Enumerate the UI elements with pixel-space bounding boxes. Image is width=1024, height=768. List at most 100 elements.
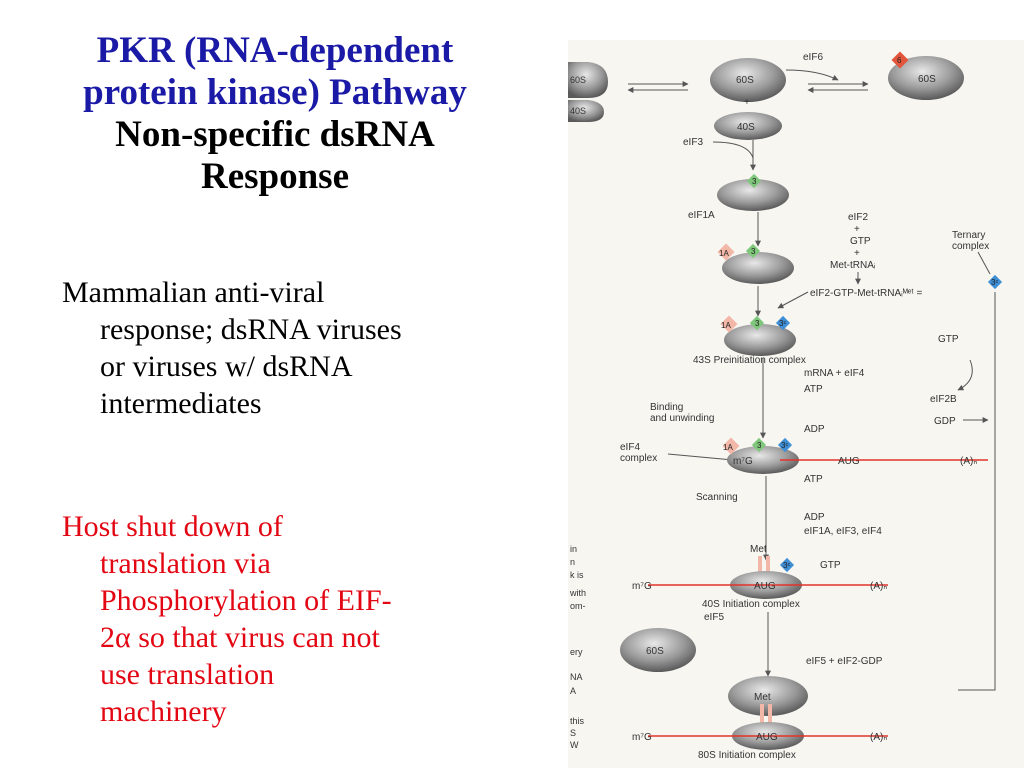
title-line-3: Non-specific dsRNA bbox=[115, 114, 435, 155]
eif2-label: eIF2 bbox=[848, 212, 868, 223]
eif3-label: eIF3 bbox=[683, 137, 703, 148]
complex-label: complex bbox=[620, 453, 657, 464]
aug-label: AUG bbox=[838, 456, 860, 467]
m7g-label: m⁷G bbox=[733, 456, 753, 467]
subunit-60s-label: 60S bbox=[646, 646, 664, 657]
subunits-dissociated: 60S + 40S bbox=[710, 58, 786, 140]
bullet-line: or viruses w/ dsRNA bbox=[100, 350, 353, 383]
subunit-60s-label: 60S bbox=[570, 75, 586, 85]
margin-text: in n k is with om- ery NA A this S W bbox=[569, 544, 586, 750]
margin-line: S bbox=[570, 728, 576, 738]
eif1a-label: eIF1A bbox=[688, 210, 715, 221]
margin-line: n bbox=[570, 557, 575, 567]
poly-a-label: (A)ₙ bbox=[960, 456, 977, 467]
bullet-line: machinery bbox=[100, 695, 227, 728]
eif5-label: eIF5 bbox=[704, 612, 724, 623]
init-80s-label: 80S Initiation complex bbox=[698, 750, 796, 761]
gdp-right-label: GDP bbox=[934, 416, 956, 427]
title-line-1: PKR (RNA-dependent bbox=[96, 30, 454, 71]
bullet-line: Phosphorylation of EIF- bbox=[100, 584, 392, 617]
tag-1a: 1A bbox=[719, 249, 729, 258]
met-label: Met bbox=[754, 692, 771, 703]
bullet-host-shutdown: Host shut down of translation via Phosph… bbox=[62, 508, 522, 730]
bullet-line: 2α so that virus can not bbox=[100, 621, 380, 654]
subunit-60s-label: 60S bbox=[736, 75, 754, 86]
subunit-60s-label: 60S bbox=[918, 74, 936, 85]
adp-label: ADP bbox=[804, 512, 825, 523]
tag-3c: 3ᶜ bbox=[779, 319, 786, 328]
ribosome-eif4-mrna: 1A 3 3ᶜ m⁷G AUG (A)ₙ bbox=[722, 437, 988, 474]
bullet-line: response; dsRNA viruses bbox=[100, 313, 402, 346]
bullet-antiviral: Mammalian anti-viral response; dsRNA vir… bbox=[62, 274, 522, 422]
tag-3: 3 bbox=[755, 319, 760, 328]
bullet-line: Host shut down of bbox=[62, 510, 283, 543]
title-line-2: protein kinase) Pathway bbox=[83, 72, 467, 113]
tag-3: 3 bbox=[752, 177, 757, 186]
met-label: Met bbox=[750, 544, 767, 555]
title-line-4: Response bbox=[200, 156, 350, 197]
unwinding-label: and unwinding bbox=[650, 413, 715, 424]
eif-release-label: eIF1A, eIF3, eIF4 bbox=[804, 526, 882, 537]
ribosome-43s-preinitiation: 1A 3 3ᶜ bbox=[720, 315, 796, 356]
ribosome-80s-initiation: Met AUG bbox=[648, 676, 888, 750]
aug-label: AUG bbox=[754, 581, 776, 592]
tag-3: 3 bbox=[751, 247, 756, 256]
ribosome-40s-initiation: 3ᶜ AUG bbox=[648, 556, 888, 599]
ribosome-60s-joining bbox=[620, 628, 696, 672]
bullet-line: translation via bbox=[100, 547, 271, 580]
margin-line: k is bbox=[570, 570, 584, 580]
translation-initiation-diagram: in n k is with om- ery NA A this S W 60S… bbox=[568, 40, 1024, 768]
margin-line: om- bbox=[570, 601, 586, 611]
bullet-line: use translation bbox=[100, 658, 275, 691]
plus-sign: + bbox=[854, 248, 860, 259]
subunit-40s-label: 40S bbox=[737, 122, 755, 133]
tag-3c: 3ᶜ bbox=[783, 561, 790, 570]
margin-line: NA bbox=[570, 672, 583, 682]
gtp-label: GTP bbox=[820, 560, 841, 571]
met-trna-label: Met-tRNAᵢ bbox=[830, 260, 876, 271]
binding-label: Binding bbox=[650, 402, 683, 413]
ribosome-40s-eif1a-eif3: 1A 3 bbox=[717, 243, 794, 284]
tag-3c: 3ᶜ bbox=[781, 441, 788, 450]
plus-sign: + bbox=[854, 224, 860, 235]
margin-line: with bbox=[569, 588, 586, 598]
tag-3: 3 bbox=[757, 441, 762, 450]
atp-label: ATP bbox=[804, 384, 823, 395]
ribosome-80s-left: 60S 40S bbox=[568, 62, 608, 122]
subunit-40s-label: 40S bbox=[570, 106, 586, 116]
margin-line: this bbox=[570, 716, 585, 726]
margin-line: ery bbox=[570, 647, 583, 657]
tag-1a: 1A bbox=[721, 321, 731, 330]
tag-6: 6 bbox=[897, 56, 902, 65]
ribosome-40s-eif3: 3 bbox=[717, 173, 789, 211]
m7g-label: m⁷G bbox=[632, 732, 652, 743]
margin-line: in bbox=[570, 544, 577, 554]
gtp-right-label: GTP bbox=[938, 334, 959, 345]
tag-1a: 1A bbox=[723, 443, 733, 452]
eif6-label: eIF6 bbox=[803, 52, 823, 63]
tag-3c: 3ᶜ bbox=[991, 278, 998, 287]
aug-label: AUG bbox=[756, 732, 778, 743]
eif5-release-label: eIF5 + eIF2-GDP bbox=[806, 656, 883, 667]
atp-label: ATP bbox=[804, 474, 823, 485]
init-40s-label: 40S Initiation complex bbox=[702, 599, 800, 610]
ribosome-60s-eif6: 6 60S bbox=[888, 51, 964, 100]
ternary-complex-label: eIF2-GTP-Met-tRNAᵢᴹᵉᵗ = bbox=[810, 288, 922, 299]
mrna-eif4-label: mRNA + eIF4 bbox=[804, 368, 865, 379]
scanning-label: Scanning bbox=[696, 492, 738, 503]
ternary-label: Ternary bbox=[952, 230, 985, 241]
complex-label: complex bbox=[952, 241, 989, 252]
gtp-label: GTP bbox=[850, 236, 871, 247]
margin-line: A bbox=[570, 686, 576, 696]
plus-sign: + bbox=[744, 97, 750, 108]
slide-title: PKR (RNA-dependent protein kinase) Pathw… bbox=[20, 30, 530, 198]
m7g-label: m⁷G bbox=[632, 581, 652, 592]
bullet-line: intermediates bbox=[100, 387, 262, 420]
bullet-line: Mammalian anti-viral bbox=[62, 276, 325, 309]
eif2b-label: eIF2B bbox=[930, 394, 957, 405]
preinit-43s-label: 43S Preinitiation complex bbox=[693, 355, 806, 366]
poly-a-label: (A)ₙ bbox=[870, 732, 887, 743]
eif4-label: eIF4 bbox=[620, 442, 640, 453]
adp-label: ADP bbox=[804, 424, 825, 435]
poly-a-label: (A)ₙ bbox=[870, 581, 887, 592]
